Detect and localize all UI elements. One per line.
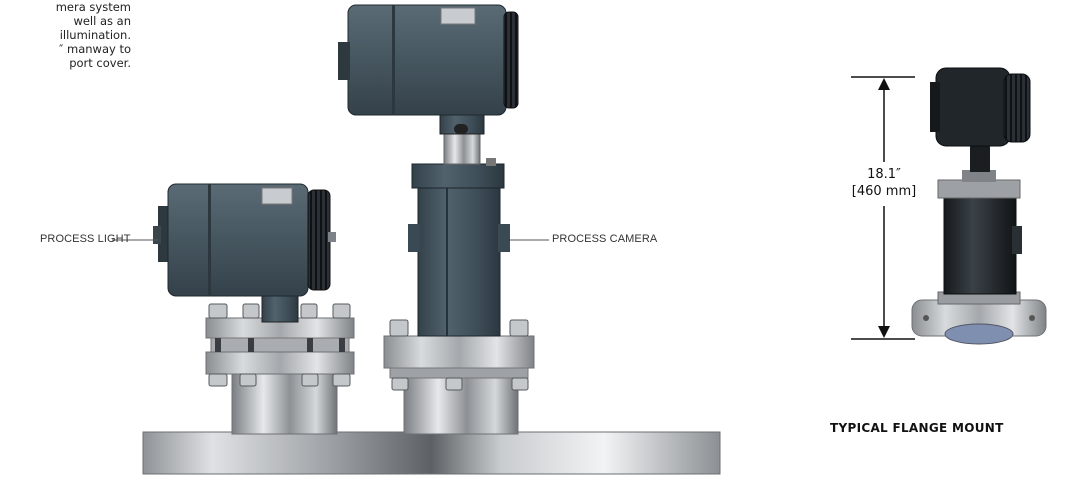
light-flange-assembly: [205, 303, 355, 435]
dimension-label-bg: [846, 162, 922, 206]
figure-caption: TYPICAL FLANGE MOUNT: [830, 421, 1004, 435]
typical-flange-mount-illustration: [911, 67, 1047, 345]
intro-line: illumination.: [59, 28, 131, 42]
process-light-housing: [153, 183, 336, 323]
dimension-label: 18.1″ [460 mm]: [846, 166, 922, 200]
intro-line: well as an: [73, 14, 131, 28]
intro-line: mera system: [55, 0, 131, 14]
process-light-label: PROCESS LIGHT: [40, 233, 131, 245]
process-camera-label: PROCESS CAMERA: [552, 233, 658, 245]
camera-flange-assembly: [383, 319, 535, 435]
base-plate: [142, 431, 721, 475]
process-camera-housing: [338, 4, 519, 337]
intro-line: ″ manway to: [59, 42, 131, 56]
intro-text: mera system well as an illumination. ″ m…: [0, 0, 131, 70]
dimension-imperial: 18.1″: [867, 167, 901, 182]
dimension-metric: [460 mm]: [851, 184, 917, 199]
intro-line: port cover.: [69, 56, 131, 70]
dimension-line: [851, 76, 915, 340]
